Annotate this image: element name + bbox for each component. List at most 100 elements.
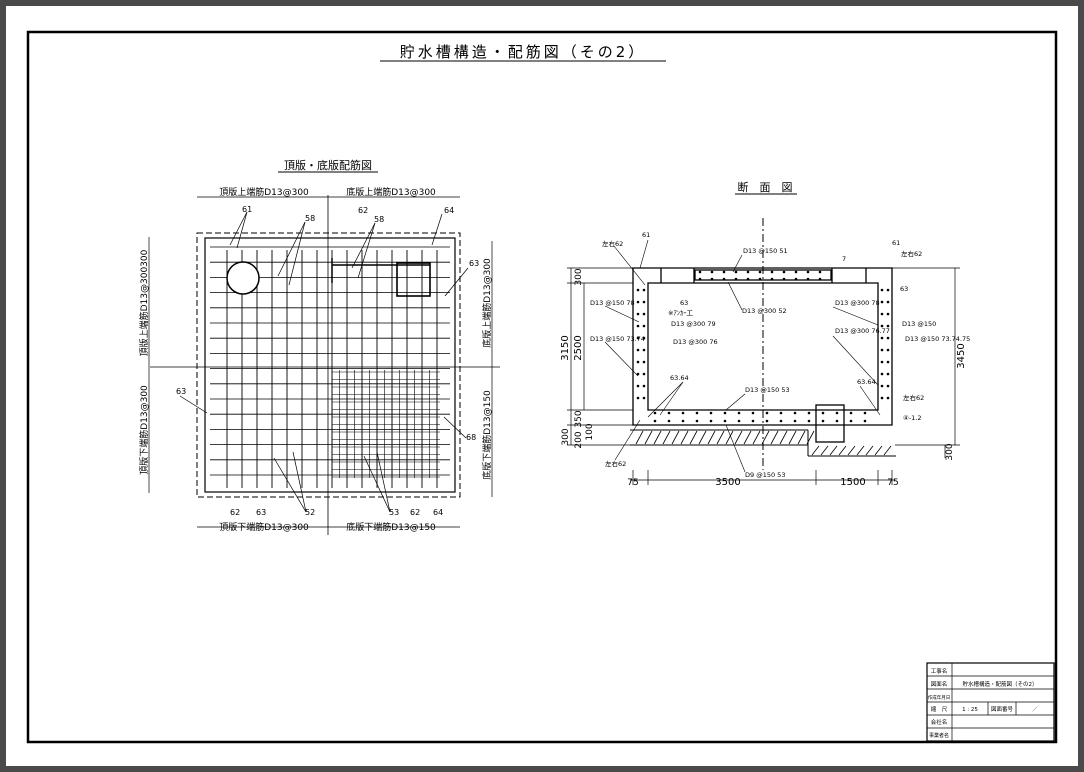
- rebar-dot: [863, 411, 867, 415]
- svg-text:D9 @150 53: D9 @150 53: [745, 471, 785, 479]
- rebar-dot: [636, 288, 640, 292]
- rebar-dot: [667, 419, 671, 423]
- tb-value-scale: 1 : 25: [962, 707, 978, 713]
- rebar-dot: [849, 411, 853, 415]
- rebar-dot: [751, 411, 755, 415]
- svg-text:63: 63: [256, 508, 266, 517]
- hatch-line: [829, 445, 838, 456]
- rebar-dot: [746, 270, 750, 274]
- foundation-hatch: [630, 429, 896, 457]
- rebar-dot: [880, 324, 884, 328]
- svg-text:350: 350: [574, 410, 584, 427]
- svg-text:左右62: 左右62: [602, 239, 623, 248]
- svg-text:1500: 1500: [840, 477, 865, 488]
- svg-text:④-1.2: ④-1.2: [903, 414, 922, 422]
- rebar-dot: [746, 277, 750, 281]
- rebar-dot: [709, 419, 713, 423]
- hatch-line: [752, 430, 761, 445]
- hatch-line: [847, 445, 856, 456]
- svg-text:D13 @300 76: D13 @300 76: [673, 338, 718, 346]
- tb-label-scale: 縮 尺: [931, 705, 948, 713]
- rebar-dot: [681, 411, 685, 415]
- svg-text:62: 62: [358, 206, 368, 215]
- section-concrete: [632, 267, 893, 443]
- rebar-dot: [807, 411, 811, 415]
- svg-text:63: 63: [680, 299, 688, 307]
- hatch-line: [689, 430, 698, 445]
- rebar-dot: [642, 288, 646, 292]
- rebar-dot: [886, 384, 890, 388]
- svg-text:75: 75: [627, 478, 638, 488]
- svg-text:75: 75: [887, 478, 898, 488]
- rebar-dot: [880, 384, 884, 388]
- svg-text:2500: 2500: [573, 335, 584, 360]
- rebar-dot: [667, 411, 671, 415]
- rebar-dot: [886, 372, 890, 376]
- rebar-dot: [821, 419, 825, 423]
- hatch-line: [734, 430, 743, 445]
- rebar-dot: [642, 396, 646, 400]
- hatch-line: [779, 430, 788, 445]
- rebar-dot: [734, 277, 738, 281]
- rebar-dot: [835, 411, 839, 415]
- rebar-dot: [636, 360, 640, 364]
- rebar-dot: [751, 419, 755, 423]
- rebar-dot: [737, 411, 741, 415]
- svg-text:3450: 3450: [956, 343, 967, 368]
- rebar-dot: [653, 419, 657, 423]
- tb-value-drawing-name: 貯水槽構造・配筋図（その2）: [962, 680, 1037, 688]
- drawing-title: 貯水槽構造・配筋図（その2）: [400, 43, 647, 61]
- hatch-line: [770, 430, 779, 445]
- rebar-dot: [886, 288, 890, 292]
- rebar-dot: [782, 277, 786, 281]
- svg-text:左右62: 左右62: [903, 393, 924, 402]
- svg-text:63.64: 63.64: [670, 374, 689, 382]
- rebar-dot: [636, 336, 640, 340]
- rebar-dot: [653, 411, 657, 415]
- manhole-opening: [226, 261, 260, 295]
- plan-label-left-lower: 頂版下端筋D13@300: [138, 385, 150, 475]
- title-block: 工事名 図面名 貯水槽構造・配筋図（その2） 作成年月日 縮 尺 1 : 25 …: [926, 662, 1055, 742]
- svg-text:52: 52: [305, 508, 315, 517]
- svg-text:200: 200: [574, 431, 584, 448]
- rebar-dot: [849, 419, 853, 423]
- section-dimension-texts: 300 3150 2500 350 100 200 300 3450 300 7…: [560, 268, 967, 488]
- svg-text:D13 @300 78: D13 @300 78: [835, 299, 880, 307]
- rebar-dot: [642, 360, 646, 364]
- rebar-dot: [807, 419, 811, 423]
- rebar-dot: [636, 312, 640, 316]
- rebar-dot: [642, 312, 646, 316]
- rebar-dot: [758, 270, 762, 274]
- hatch-line: [874, 445, 883, 456]
- rebar-dot: [818, 277, 822, 281]
- rebar-dot: [770, 270, 774, 274]
- rebar-dot: [765, 419, 769, 423]
- section-dimension-lines: [567, 267, 960, 485]
- hatch-line: [716, 430, 725, 445]
- rebar-dot: [698, 270, 702, 274]
- svg-text:D13 @150 53: D13 @150 53: [745, 386, 790, 394]
- plan-label-left-upper: 頂版上端筋D13@300300: [138, 249, 150, 356]
- section-rebar-dots: [636, 270, 890, 423]
- rebar-dot: [794, 270, 798, 274]
- svg-text:62: 62: [230, 508, 240, 517]
- rebar-dot: [793, 411, 797, 415]
- sheet-frame: [26, 30, 1058, 744]
- rebar-dot: [880, 360, 884, 364]
- svg-text:300: 300: [574, 268, 584, 285]
- svg-text:D13 @300 76.77: D13 @300 76.77: [835, 327, 890, 335]
- svg-text:53: 53: [389, 508, 399, 517]
- hatch-line: [856, 445, 865, 456]
- rebar-dot: [722, 270, 726, 274]
- drawing-sheet: 貯水槽構造・配筋図（その2） 頂版・底版配筋図 頂版上端筋D13@300 底版上…: [6, 6, 1078, 766]
- rebar-dot: [782, 270, 786, 274]
- svg-text:61: 61: [242, 205, 252, 214]
- svg-text:64: 64: [433, 508, 443, 517]
- svg-text:61: 61: [892, 239, 900, 247]
- hatch-line: [811, 445, 820, 456]
- hatch-line: [671, 430, 680, 445]
- hatch-line: [838, 445, 847, 456]
- rebar-dot: [722, 277, 726, 281]
- hatch-line: [707, 430, 716, 445]
